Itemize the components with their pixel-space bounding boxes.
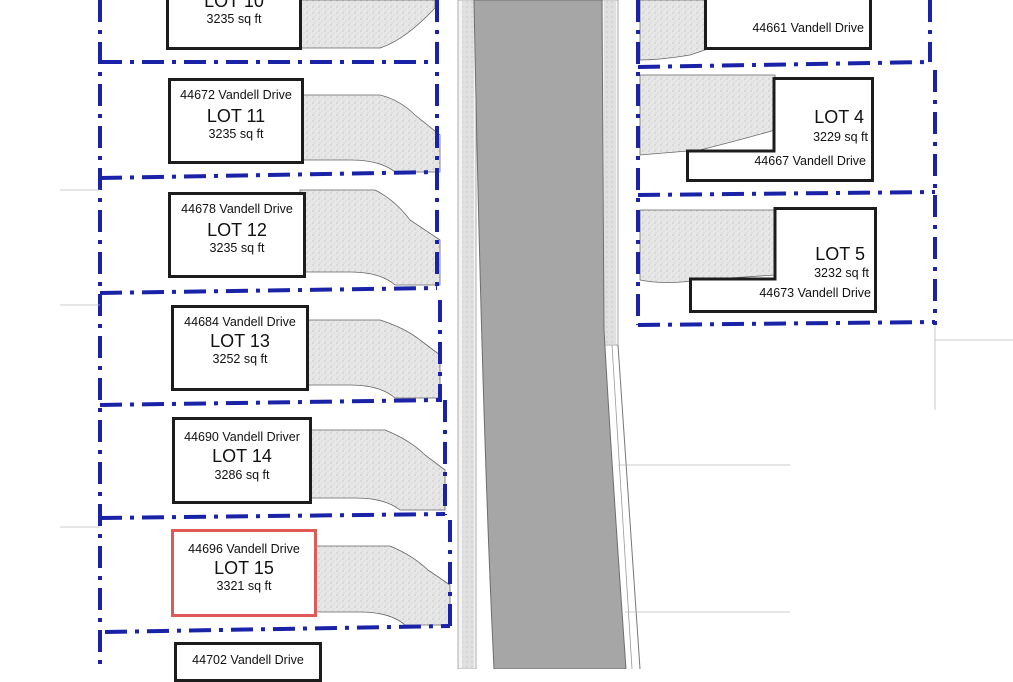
lot-boundaries-left bbox=[98, 0, 452, 669]
lot-12-address: 44678 Vandell Drive bbox=[181, 202, 293, 216]
lot-11-address: 44672 Vandell Drive bbox=[180, 88, 292, 102]
driveway-lot-14 bbox=[309, 429, 446, 511]
driveway-lot-13 bbox=[304, 319, 441, 399]
driveway-lot-12 bbox=[299, 189, 441, 286]
lot-14-address: 44690 Vandell Driver bbox=[184, 430, 300, 444]
lot-14-area: 3286 sq ft bbox=[214, 468, 270, 482]
lot-4-building[interactable]: LOT 4 3229 sq ft 44667 Vandell Drive bbox=[686, 77, 874, 182]
lot-10-number: LOT 10 bbox=[204, 0, 264, 11]
lot-5-address: 44673 Vandell Drive bbox=[759, 286, 871, 300]
lot-5-number: LOT 5 bbox=[815, 244, 865, 264]
lot-4-number: LOT 4 bbox=[814, 107, 864, 127]
driveway-lot-5 bbox=[639, 209, 776, 283]
lot-15-area: 3321 sq ft bbox=[216, 579, 272, 593]
lot-12-area: 3235 sq ft bbox=[209, 241, 265, 255]
lot-3-address: 44661 Vandell Drive bbox=[752, 21, 864, 35]
lot-10-area: 3235 sq ft bbox=[206, 12, 262, 26]
road bbox=[473, 0, 627, 669]
lot-14-number: LOT 14 bbox=[212, 446, 272, 466]
lot-14-building[interactable]: 44690 Vandell Driver LOT 14 3286 sq ft bbox=[172, 417, 312, 504]
lot-13-number: LOT 13 bbox=[210, 331, 270, 351]
lot-4-area: 3229 sq ft bbox=[813, 130, 868, 144]
lot-16-building[interactable]: 44702 Vandell Drive bbox=[174, 642, 322, 682]
lot-12-building[interactable]: 44678 Vandell Drive LOT 12 3235 sq ft bbox=[168, 192, 306, 278]
driveway-lot-3 bbox=[639, 0, 706, 61]
lot-13-address: 44684 Vandell Drive bbox=[184, 315, 296, 329]
lot-3-building[interactable]: 44661 Vandell Drive bbox=[704, 0, 872, 50]
lot-4-outline bbox=[686, 77, 874, 182]
lot-13-area: 3252 sq ft bbox=[212, 352, 268, 366]
lot-5-area: 3232 sq ft bbox=[814, 266, 869, 280]
road-edge-right-inner bbox=[611, 344, 633, 669]
lot-12-number: LOT 12 bbox=[207, 220, 267, 240]
driveway-lot-15 bbox=[315, 545, 451, 626]
lot-13-building[interactable]: 44684 Vandell Drive LOT 13 3252 sq ft bbox=[171, 305, 309, 391]
road-edge-right bbox=[617, 344, 641, 669]
lot-4-address: 44667 Vandell Drive bbox=[754, 154, 866, 168]
left-curb-hatch bbox=[462, 0, 474, 669]
lot-5-outline bbox=[689, 207, 877, 313]
lot-11-number: LOT 11 bbox=[206, 106, 266, 126]
faint-lines bbox=[60, 189, 1013, 613]
driveway-lot-10 bbox=[299, 0, 436, 49]
lot-15-building-highlighted[interactable]: 44696 Vandell Drive LOT 15 3321 sq ft bbox=[171, 529, 317, 617]
lot-5-building[interactable]: LOT 5 3232 sq ft 44673 Vandell Drive bbox=[689, 207, 877, 313]
right-curb-hatch bbox=[604, 0, 616, 345]
lot-11-building[interactable]: 44672 Vandell Drive LOT 11 3235 sq ft bbox=[168, 78, 304, 164]
lot-10-building[interactable]: LOT 10 3235 sq ft bbox=[166, 0, 302, 50]
lot-11-area: 3235 sq ft bbox=[208, 127, 264, 141]
lot-16-address: 44702 Vandell Drive bbox=[192, 653, 304, 667]
lot-boundaries-right bbox=[636, 0, 937, 327]
lot-15-number: LOT 15 bbox=[214, 558, 274, 578]
lot-15-address: 44696 Vandell Drive bbox=[188, 542, 300, 556]
driveway-lot-11 bbox=[299, 94, 441, 173]
